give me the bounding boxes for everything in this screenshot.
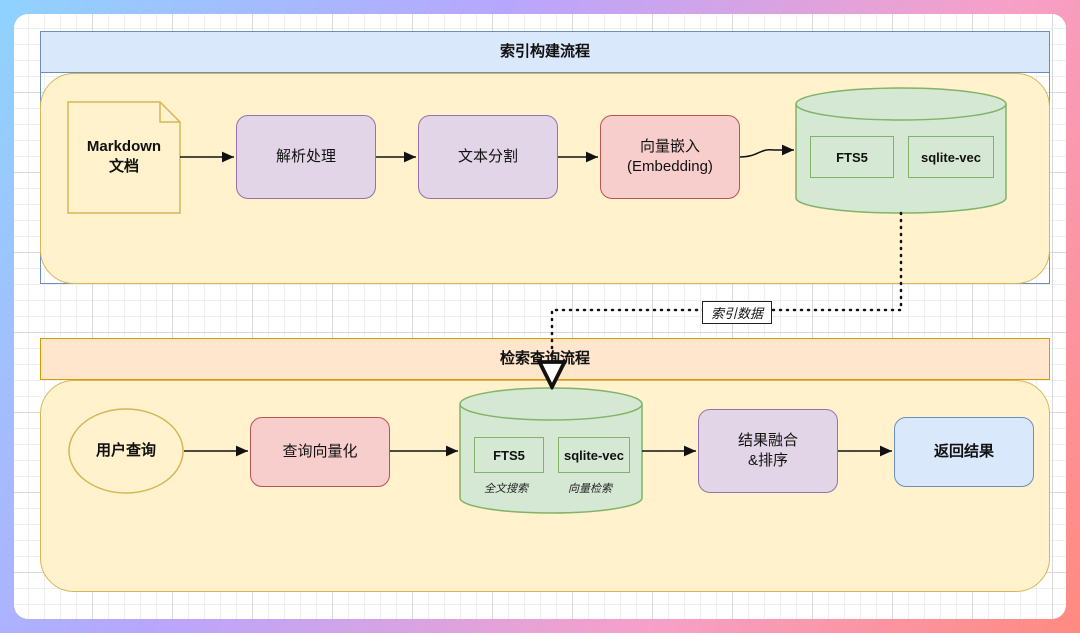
query-sqlite-vec-box: sqlite-vec: [558, 437, 630, 473]
arrow-embed-to-db: [739, 144, 794, 158]
index-fts5-box: FTS5: [810, 136, 894, 178]
fts-caption: 全文搜索: [484, 483, 528, 495]
query-vectorize-node: 查询向量化: [250, 417, 390, 487]
user-query-node: 用户查询: [95, 441, 156, 459]
return-result-node: 返回结果: [894, 417, 1034, 487]
index-data-connector: [552, 211, 903, 387]
diagram-canvas: 索引构建流程 检索查询流程: [14, 14, 1066, 619]
embedding-process-node: 向量嵌入 (Embedding): [600, 115, 740, 199]
index-database-cylinder: [795, 87, 1007, 214]
index-lane-title: 索引构建流程: [499, 42, 590, 60]
query-lane-title: 检索查询流程: [499, 349, 590, 367]
user-query-ellipse: [68, 408, 184, 494]
index-lane-header: 索引构建流程: [40, 31, 1050, 73]
vec-caption: 向量检索: [568, 483, 612, 495]
query-database-cylinder: [459, 387, 643, 514]
query-fts5-box: FTS5: [474, 437, 544, 473]
connectors-layer: [67, 87, 1007, 514]
index-sqlite-vec-box: sqlite-vec: [908, 136, 994, 178]
split-process-node: 文本分割: [418, 115, 558, 199]
index-data-edge-label: 索引数据: [702, 301, 773, 324]
parse-process-node: 解析处理: [236, 115, 376, 199]
fuse-sort-node: 结果融合 &排序: [698, 409, 838, 493]
markdown-document-node: Markdown 文档: [86, 137, 162, 175]
markdown-document-shape: [67, 101, 181, 214]
